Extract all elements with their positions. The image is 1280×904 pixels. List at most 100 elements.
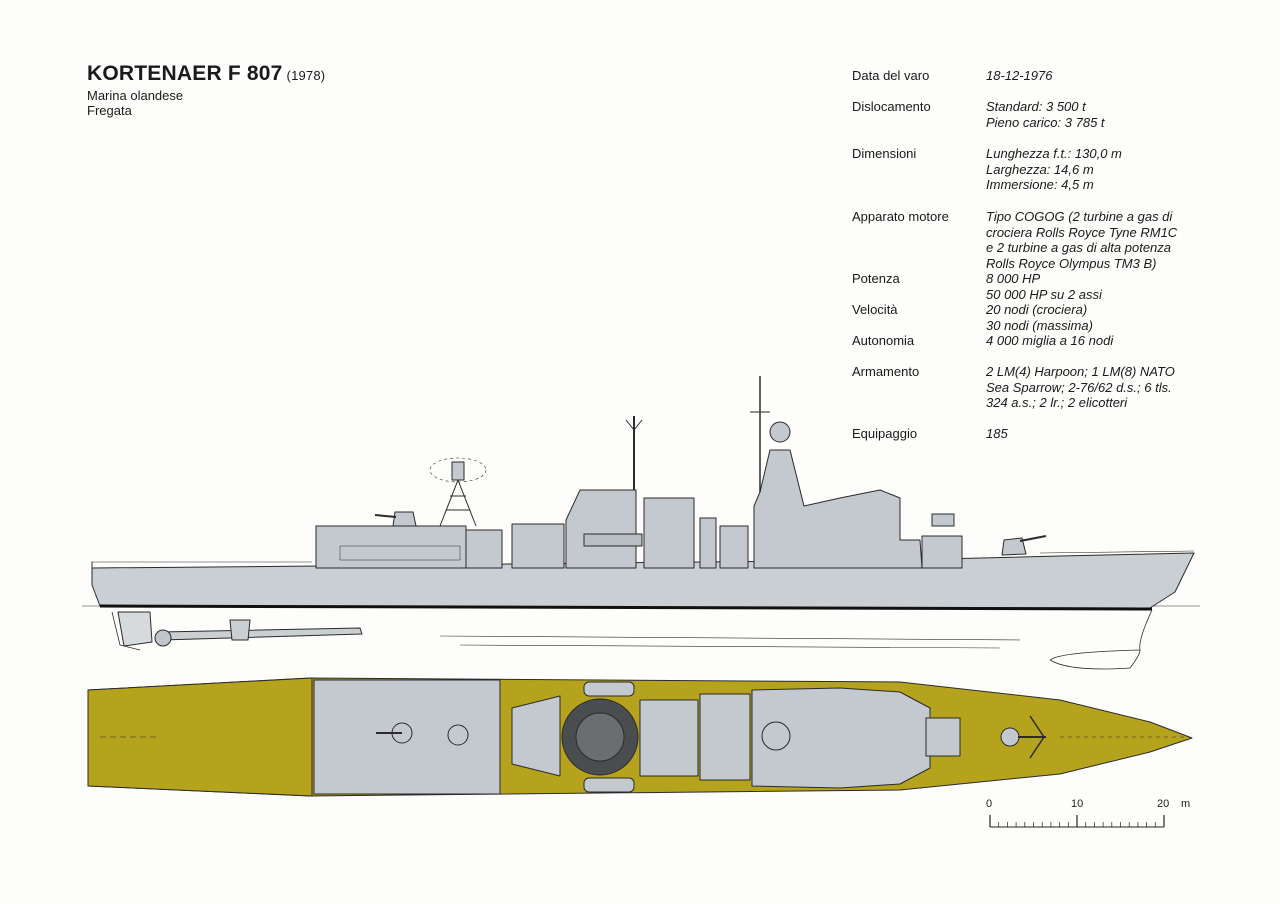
spec-label: Velocità (852, 302, 898, 317)
spec-label: Equipaggio (852, 426, 918, 441)
ship-name: KORTENAER F 807 (87, 62, 283, 85)
hangar-door (339, 545, 461, 561)
boot-topping (99, 604, 1153, 611)
radome (769, 421, 791, 443)
scale-unit: m (1181, 798, 1190, 810)
fore-funnel-housing (643, 497, 695, 569)
fore-gun-plan (1000, 727, 1020, 747)
ship-type-label: Fregata (87, 103, 132, 118)
spec-row: Apparato motore Tipo COGOG (2 turbine a … (852, 209, 1252, 271)
spec-value: 8 000 HP 50 000 HP su 2 assi (986, 271, 1102, 302)
scale-label-0: 0 (986, 798, 992, 810)
spec-row: Armamento 2 LM(4) Harpoon; 1 LM(8) NATO … (852, 364, 1252, 411)
spec-value-line: 50 000 HP su 2 assi (986, 286, 1102, 302)
spec-value-line: 2 LM(4) Harpoon; 1 LM(8) NATO (986, 364, 1175, 379)
keel-line (439, 635, 1021, 649)
spec-value: 2 LM(4) Harpoon; 1 LM(8) NATO Sea Sparro… (986, 364, 1175, 411)
spec-value: Standard: 3 500 t Pieno carico: 3 785 t (986, 99, 1105, 130)
aft-gun-turret (392, 511, 417, 527)
navy-label: Marina olandese (87, 88, 184, 103)
spec-row: Equipaggio 185 (852, 426, 1252, 442)
launch-year: (1978) (286, 68, 326, 83)
breakwater (1029, 715, 1045, 759)
scale-bar: 0 10 20 m (986, 798, 1190, 828)
spec-value-line: crociera Rolls Royce Tyne RM1C (986, 224, 1178, 240)
spec-label: Potenza (852, 271, 900, 286)
boat (583, 533, 643, 547)
spec-label: Autonomia (852, 333, 915, 348)
spec-value-line: Larghezza: 14,6 m (986, 161, 1094, 177)
spec-row: Dimensioni Lunghezza f.t.: 130,0 m Largh… (852, 146, 1252, 193)
funnel (565, 489, 637, 569)
helicopter-deck (87, 677, 313, 797)
spec-value: 20 nodi (crociera) 30 nodi (massima) (986, 302, 1093, 333)
radome-plan (761, 721, 791, 751)
spec-row: Autonomia 4 000 miglia a 16 nodi (852, 333, 1252, 349)
spec-value-line: 18-12-1976 (986, 68, 1053, 83)
propeller-shaft (159, 627, 363, 641)
midship-plan-block (639, 699, 699, 777)
boat-plan-starboard (583, 777, 635, 793)
harpoon-plan (925, 717, 961, 757)
hull (91, 552, 1195, 609)
spec-value: 4 000 miglia a 16 nodi (986, 333, 1113, 349)
spec-value: Tipo COGOG (2 turbine a gas di crociera … (986, 209, 1177, 271)
underwater-hull (111, 609, 1153, 670)
spec-value-line: e 2 turbine a gas di alta potenza (986, 240, 1172, 255)
bridge-superstructure (753, 449, 923, 569)
main-mast-yard (625, 419, 643, 431)
spec-label: Data del varo (852, 68, 930, 83)
scale-label-20: 20 (1157, 798, 1169, 810)
plan-view-drawing (87, 677, 1193, 797)
spec-value-line: Pieno carico: 3 785 t (986, 114, 1105, 130)
ship-title: KORTENAER F 807(1978) (87, 62, 325, 88)
fore-gun-turret (1001, 537, 1027, 556)
launcher-inner-ring (575, 712, 625, 762)
spec-value: 18-12-1976 (986, 68, 1053, 84)
spec-row: Data del varo 18-12-1976 (852, 68, 1252, 84)
spec-value: Lunghezza f.t.: 130,0 m Larghezza: 14,6 … (986, 146, 1122, 193)
side-profile-drawing (82, 376, 1200, 670)
spec-label: Apparato motore (852, 209, 949, 224)
fore-deckhouse (921, 535, 963, 569)
bridge-plan (751, 687, 931, 789)
spec-label: Dimensioni (852, 146, 917, 161)
hangar (315, 525, 467, 569)
aft-gun-barrel (374, 514, 397, 518)
aft-deckhouse (465, 529, 503, 569)
spec-value-line: 185 (986, 426, 1008, 441)
spec-value-line: Rolls Royce Olympus TM3 B) (986, 255, 1157, 271)
deckhouse-plan (699, 693, 751, 781)
rudder (117, 611, 153, 647)
spec-row: Velocità 20 nodi (crociera) 30 nodi (mas… (852, 302, 1252, 333)
spec-label: Armamento (852, 364, 920, 379)
spec-value-line: 4 000 miglia a 16 nodi (986, 333, 1114, 348)
spec-value-line: 30 nodi (massima) (986, 317, 1093, 333)
midship-deckhouse (719, 525, 749, 569)
spec-value-line: 324 a.s.; 2 lr.; 2 elicotteri (986, 395, 1128, 410)
spec-row: Dislocamento Standard: 3 500 t Pieno car… (852, 99, 1252, 130)
spec-value-line: Tipo COGOG (2 turbine a gas di (986, 209, 1173, 224)
propeller (154, 629, 172, 647)
midship-block (511, 523, 565, 569)
spec-label: Dislocamento (852, 99, 931, 114)
scale-label-10: 10 (1071, 798, 1083, 810)
spec-value-line: Sea Sparrow; 2-76/62 d.s.; 6 tls. (986, 379, 1172, 395)
aft-radar-mast (429, 457, 487, 527)
title-block: KORTENAER F 807(1978) Marina olandese Fr… (87, 62, 325, 118)
boat-plan-port (583, 681, 635, 697)
fore-gun-barrel (1019, 535, 1047, 542)
spec-value-line: Immersione: 4,5 m (986, 177, 1094, 192)
spec-value-line: 20 nodi (crociera) (986, 302, 1088, 317)
shaft-bracket (229, 619, 251, 641)
funnel-plan (511, 695, 561, 777)
fore-railing (1039, 550, 1195, 554)
vent-stack (699, 517, 717, 569)
scale-ticks (989, 815, 1165, 827)
spec-value-line: Standard: 3 500 t (986, 99, 1086, 114)
aft-radar-plan (447, 724, 469, 746)
harpoon-launcher (931, 513, 955, 527)
spec-value-line: Lunghezza f.t.: 130,0 m (986, 146, 1122, 161)
spec-value-line: 8 000 HP (986, 271, 1041, 286)
